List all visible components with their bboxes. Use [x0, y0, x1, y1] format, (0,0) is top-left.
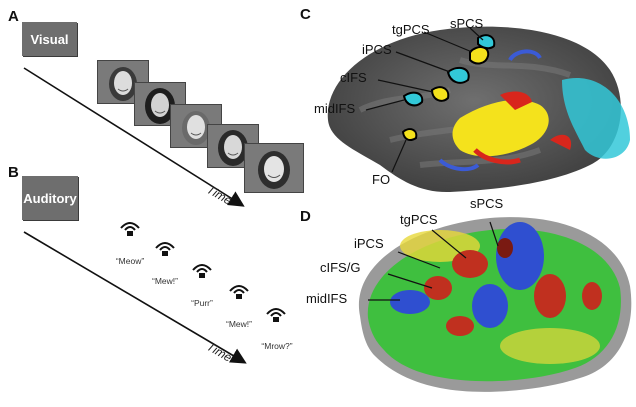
- panel-b-letter: B: [8, 164, 19, 181]
- speaker-icon: [266, 308, 286, 322]
- ipcs-roi: [446, 66, 470, 84]
- panel-c-brain: [327, 26, 630, 193]
- sound-label-4: “Mew!”: [226, 319, 252, 329]
- panel-d-letter: D: [300, 208, 311, 225]
- red-region: [452, 250, 488, 278]
- cifs-roi: [430, 86, 450, 102]
- speaker-icon: [229, 285, 249, 299]
- visual-time-arrow: [23, 67, 245, 207]
- yellow-activation-region: [452, 99, 549, 157]
- cyan-activation: [562, 78, 630, 159]
- label-d-ipcs: iPCS: [354, 236, 384, 251]
- visual-condition-box: Visual: [22, 22, 77, 56]
- label-d-midifs: midIFS: [306, 291, 348, 306]
- auditory-time-arrow: [23, 231, 247, 364]
- label-d-spcs: sPCS: [470, 196, 504, 211]
- label-c-tgpcs: tgPCS: [392, 22, 430, 37]
- speaker-icon: [120, 222, 140, 236]
- sound-label-5: “Mrow?”: [261, 341, 293, 351]
- speaker-icon: [155, 242, 175, 256]
- panel-d-brain: [358, 217, 632, 392]
- label-c-fo: FO: [372, 172, 391, 187]
- fo-roi: [401, 128, 418, 141]
- label-c-spcs: sPCS: [450, 16, 484, 31]
- auditory-condition-box: Auditory: [22, 176, 78, 220]
- sound-label-3: “Purr”: [191, 298, 213, 308]
- midifs-roi: [402, 91, 424, 107]
- panel-a-letter: A: [8, 8, 19, 25]
- label-d-tgpcs: tgPCS: [400, 212, 438, 227]
- label-d-cifsg: cIFS/G: [320, 260, 361, 275]
- face-stimulus-4: [207, 124, 259, 168]
- face-stimulus-5: [244, 143, 304, 193]
- tgpcs-roi: [469, 46, 490, 65]
- label-c-cifs: cIFS: [340, 70, 367, 85]
- panel-c-letter: C: [300, 6, 311, 23]
- label-c-ipcs: iPCS: [362, 42, 392, 57]
- sound-label-1: “Meow”: [115, 256, 145, 266]
- speaker-icon: [192, 264, 212, 278]
- sound-label-2: “Mew!”: [152, 276, 178, 286]
- label-c-midifs: midIFS: [314, 101, 356, 116]
